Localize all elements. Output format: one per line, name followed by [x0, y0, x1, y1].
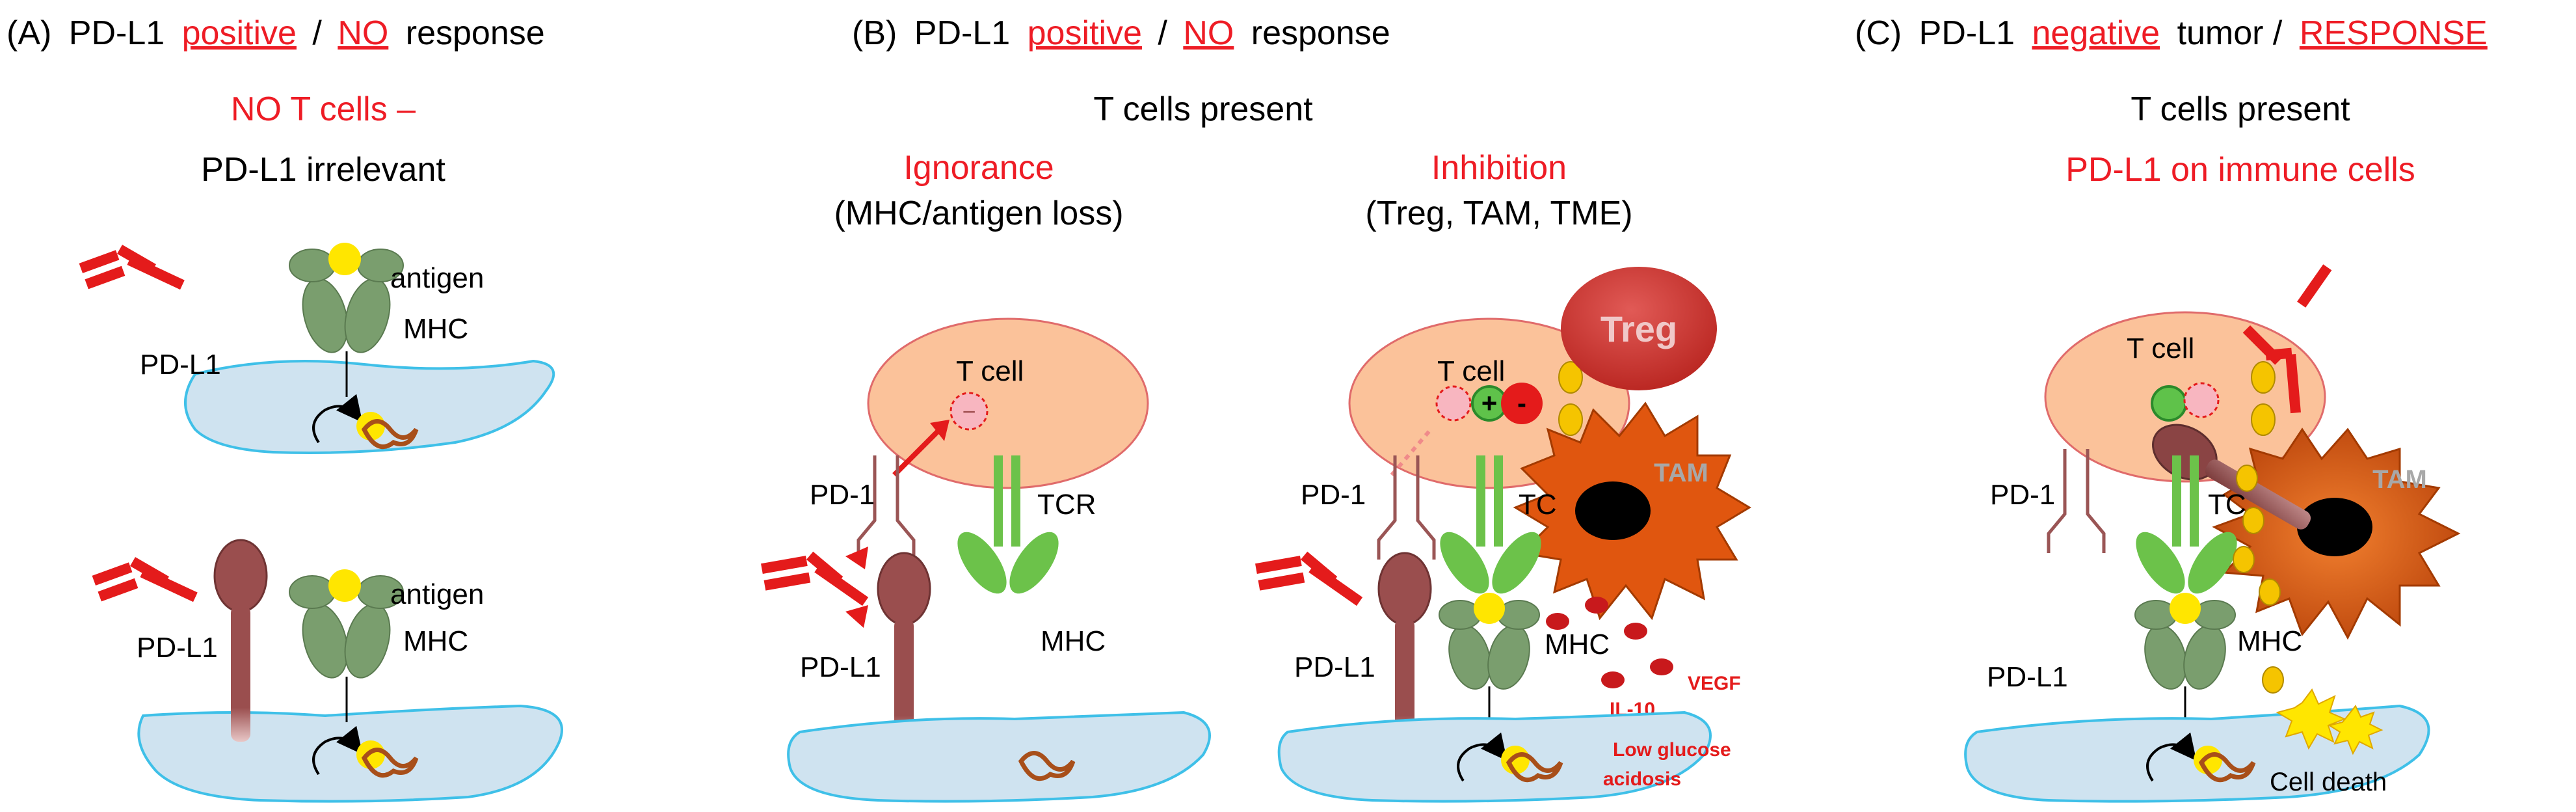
pdl1-label: PD-L1	[800, 651, 881, 683]
antibody-icon	[761, 551, 869, 606]
pdl1-label: PD-L1	[1987, 661, 2068, 693]
treg-cell	[1561, 267, 1717, 390]
t-cell-label: T cell	[956, 355, 1024, 387]
tam-label: TAM	[1654, 459, 1708, 487]
inhibition-label: Inhibition	[1431, 149, 1567, 187]
t-cell-label: T cell	[2127, 332, 2194, 364]
pd1-receptor	[1377, 455, 1436, 560]
panel-a: (A) PD-L1 positive / NO response NO T ce…	[7, 14, 563, 803]
no-t-cells-label: NO T cells –	[231, 90, 416, 128]
antigen-processing-icon	[312, 725, 419, 778]
tcr-receptor	[957, 455, 1059, 594]
tcr-label: TCR	[1037, 489, 1096, 521]
tumor-cell	[137, 704, 563, 803]
pdl1-molecule	[1377, 552, 1432, 748]
t-cell	[867, 318, 1149, 489]
tumor-cell	[184, 359, 555, 454]
antibody-icon	[1255, 551, 1363, 606]
vegf-label: VEGF	[1688, 673, 1741, 694]
cytokine-dots	[1546, 597, 1673, 688]
panel-c-heading: (C) PD-L1 negative tumor / RESPONSE	[1855, 14, 2488, 52]
acidosis-label: acidosis	[1603, 768, 1681, 790]
mhc-label: MHC	[1545, 629, 1610, 660]
mhc-label: MHC	[2237, 625, 2302, 657]
panel-a-heading: (A) PD-L1 positive / NO response	[7, 14, 545, 52]
treg-label: Treg	[1600, 308, 1677, 349]
mhc-antigen-complex	[289, 569, 404, 722]
pdl1-molecule	[877, 552, 931, 748]
pdl1-molecule	[213, 539, 268, 742]
antigen-icon	[328, 569, 361, 602]
antigen-processing-icon	[312, 394, 419, 450]
panel-a-top-scenario: PD-L1 antigen MHC	[79, 243, 555, 454]
signal-arrow	[892, 427, 942, 477]
pd1-label: PD-1	[1301, 479, 1366, 511]
inhibitory-signal-icon	[2183, 382, 2220, 418]
tcr-receptor	[1440, 455, 1541, 594]
ignorance-scenario: T cell − PD-1 TCR	[761, 318, 1211, 803]
svg-text:−: −	[962, 398, 976, 425]
svg-text:+: +	[1481, 388, 1498, 418]
antigen-processing-icon	[1457, 732, 1563, 783]
antibody-icon	[2242, 264, 2332, 414]
panel-b: (B) PD-L1 positive / NO response T cells…	[761, 14, 1751, 803]
pdl1-label: PD-L1	[137, 632, 218, 664]
t-cell-label: T cell	[1437, 355, 1505, 387]
tumor-cell	[787, 710, 1211, 803]
antigen-icon	[2170, 593, 2201, 624]
mhc-label: MHC	[403, 313, 468, 345]
inhibitory-signal-icon	[949, 392, 989, 431]
panel-b-heading: (B) PD-L1 positive / NO response	[852, 14, 1390, 52]
cytokine-dots	[2233, 465, 2284, 694]
antigen-label: antigen	[390, 262, 484, 294]
pdl1-immune-cells-label: PD-L1 on immune cells	[2065, 151, 2415, 189]
svg-text:-: -	[1517, 388, 1526, 418]
antigen-label: antigen	[390, 578, 484, 610]
pdl1-label: PD-L1	[1294, 651, 1375, 683]
panel-c: (C) PD-L1 negative tumor / RESPONSE T ce…	[1855, 14, 2488, 803]
tcr-receptor	[2136, 455, 2237, 594]
t-cells-present-label: T cells present	[1093, 90, 1313, 128]
pdl1-label: PD-L1	[140, 349, 221, 381]
mhc-antigen-complex	[289, 243, 404, 397]
pd1-label: PD-1	[810, 479, 875, 511]
ignorance-subtitle: (MHC/antigen loss)	[834, 195, 1123, 232]
antigen-icon	[1474, 593, 1505, 624]
tcr-label: TC	[2208, 489, 2246, 521]
low-glucose-label: Low glucose	[1613, 739, 1731, 761]
cell-death-burst-icon	[2276, 688, 2383, 755]
mhc-label: MHC	[1041, 625, 1106, 657]
inhibitory-signal-icon	[1435, 385, 1472, 422]
tam-label: TAM	[2372, 465, 2427, 494]
inhibition-scenario: T cell + - Treg TAM PD-1	[1255, 267, 1751, 803]
cell-death-label: Cell death	[2270, 768, 2387, 796]
antigen-processing-icon	[2146, 732, 2256, 783]
mhc-antigen-complex	[1439, 593, 1540, 722]
pd1-receptor	[2047, 449, 2106, 553]
pd1-receptor	[856, 455, 916, 560]
ignorance-label: Ignorance	[903, 149, 1054, 187]
pd1-label: PD-1	[1990, 479, 2055, 511]
antigen-icon	[328, 243, 361, 275]
antibody-icon	[79, 245, 185, 290]
inhibition-subtitle: (Treg, TAM, TME)	[1365, 195, 1632, 232]
tam-cell: TAM	[1513, 401, 1751, 621]
tcr-label: TC	[1519, 489, 1557, 521]
antibody-icon	[92, 557, 198, 602]
mhc-label: MHC	[403, 625, 468, 657]
activation-signal-icon	[2151, 385, 2187, 422]
pdl1-irrelevant-label: PD-L1 irrelevant	[201, 151, 445, 189]
panel-a-bottom-scenario: PD-L1 antigen MHC	[92, 539, 563, 803]
t-cells-present-label: T cells present	[2131, 90, 2350, 128]
antigen-fragment-icon	[1018, 751, 1076, 781]
inhibition-icon	[1501, 383, 1543, 424]
mhc-antigen-complex	[2134, 593, 2236, 722]
